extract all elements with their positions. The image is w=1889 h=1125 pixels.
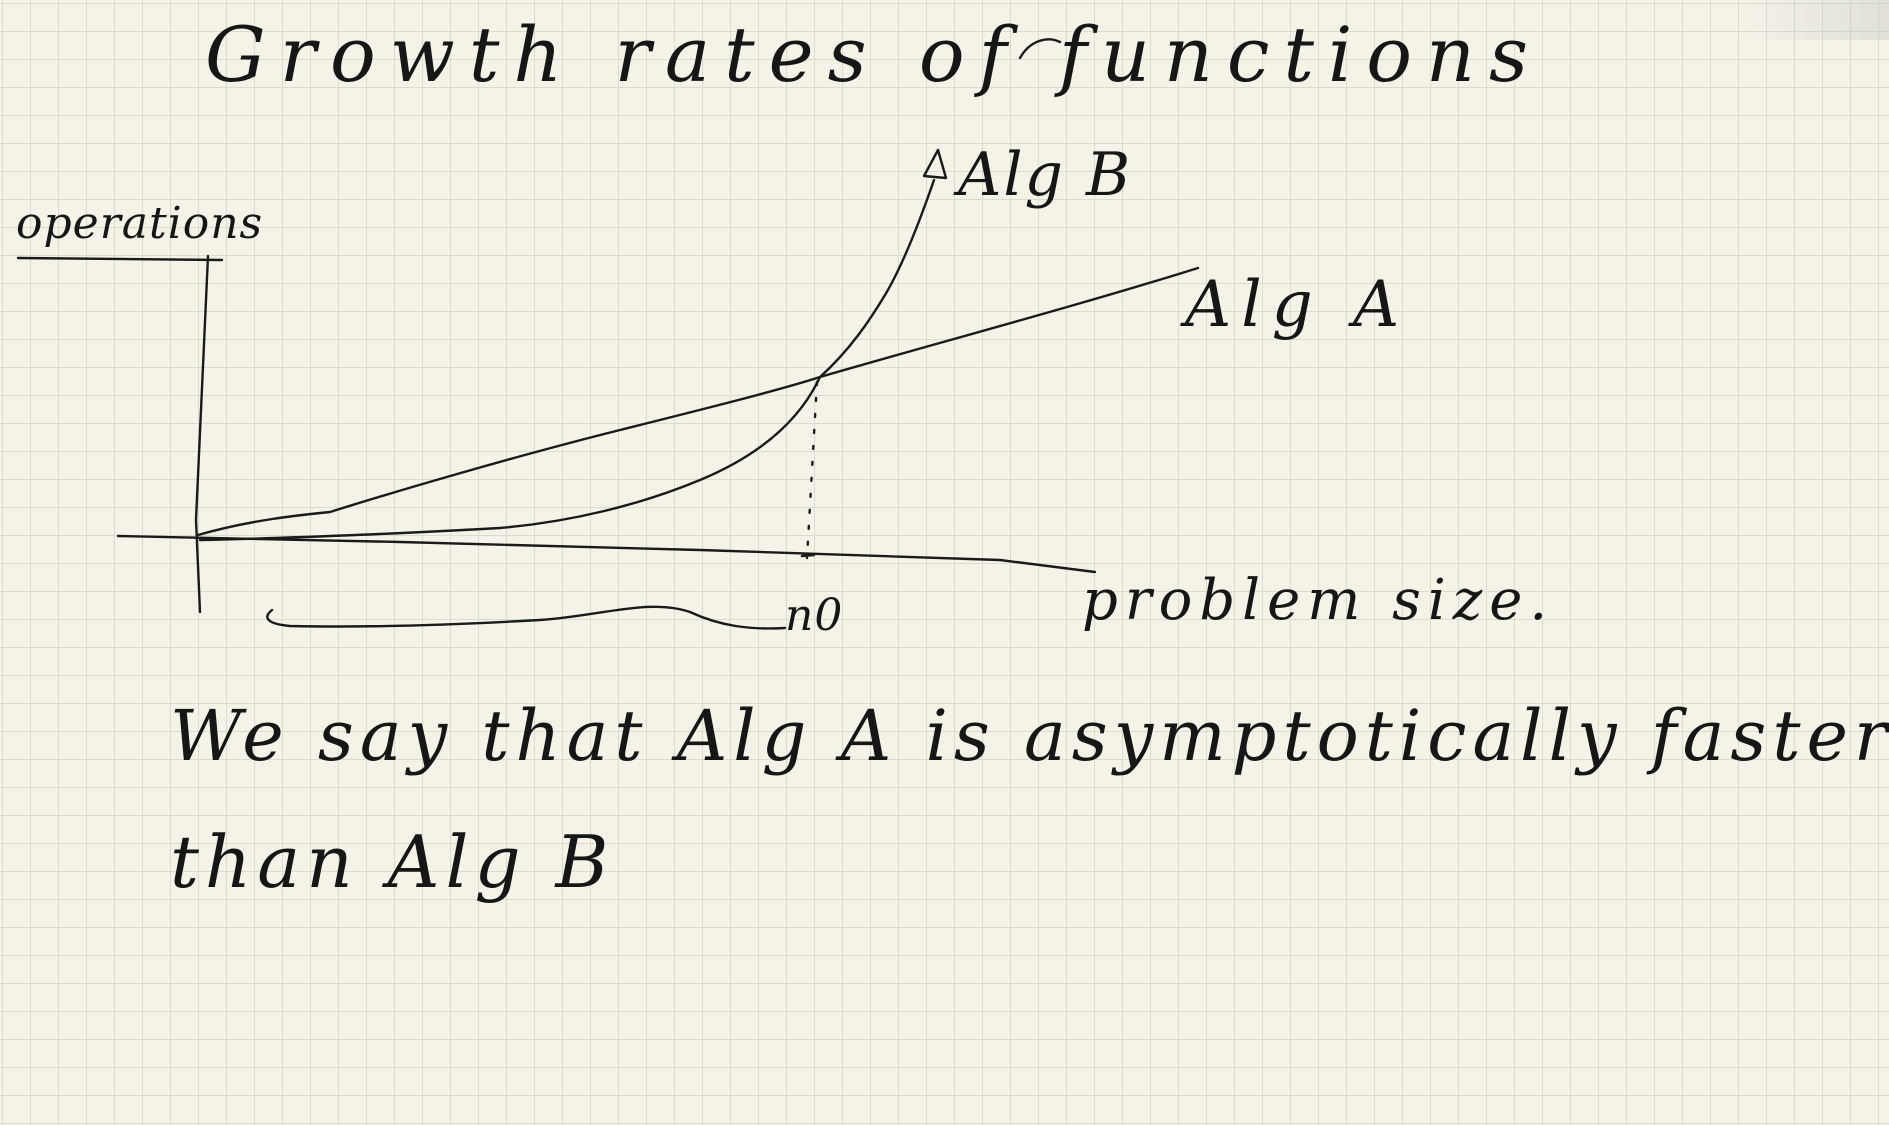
alg-b-label: Alg B — [958, 140, 1133, 210]
statement-line-2: than Alg B — [170, 820, 615, 904]
y-axis-label: operations — [16, 198, 264, 249]
title-flourish — [1018, 38, 1062, 60]
n0-label: n0 — [785, 590, 844, 641]
alg-a-label: Alg A — [1185, 268, 1410, 342]
statement-line-1: We say that Alg A is asymptotically fast… — [170, 695, 1889, 777]
n0-dotted-line — [805, 380, 819, 560]
x-axis — [116, 534, 1097, 574]
corner-shadow — [1739, 0, 1889, 40]
y-axis — [194, 254, 210, 614]
alg-a-curve — [196, 266, 1200, 537]
x-axis-label: problem size. — [1082, 568, 1555, 633]
range-brace — [266, 605, 787, 630]
page-title: Growth rates of functions — [205, 10, 1542, 99]
alg-b-curve — [198, 178, 936, 542]
y-label-underline — [16, 256, 224, 262]
alg-b-arrowhead — [922, 148, 948, 180]
n0-tick — [800, 553, 816, 558]
